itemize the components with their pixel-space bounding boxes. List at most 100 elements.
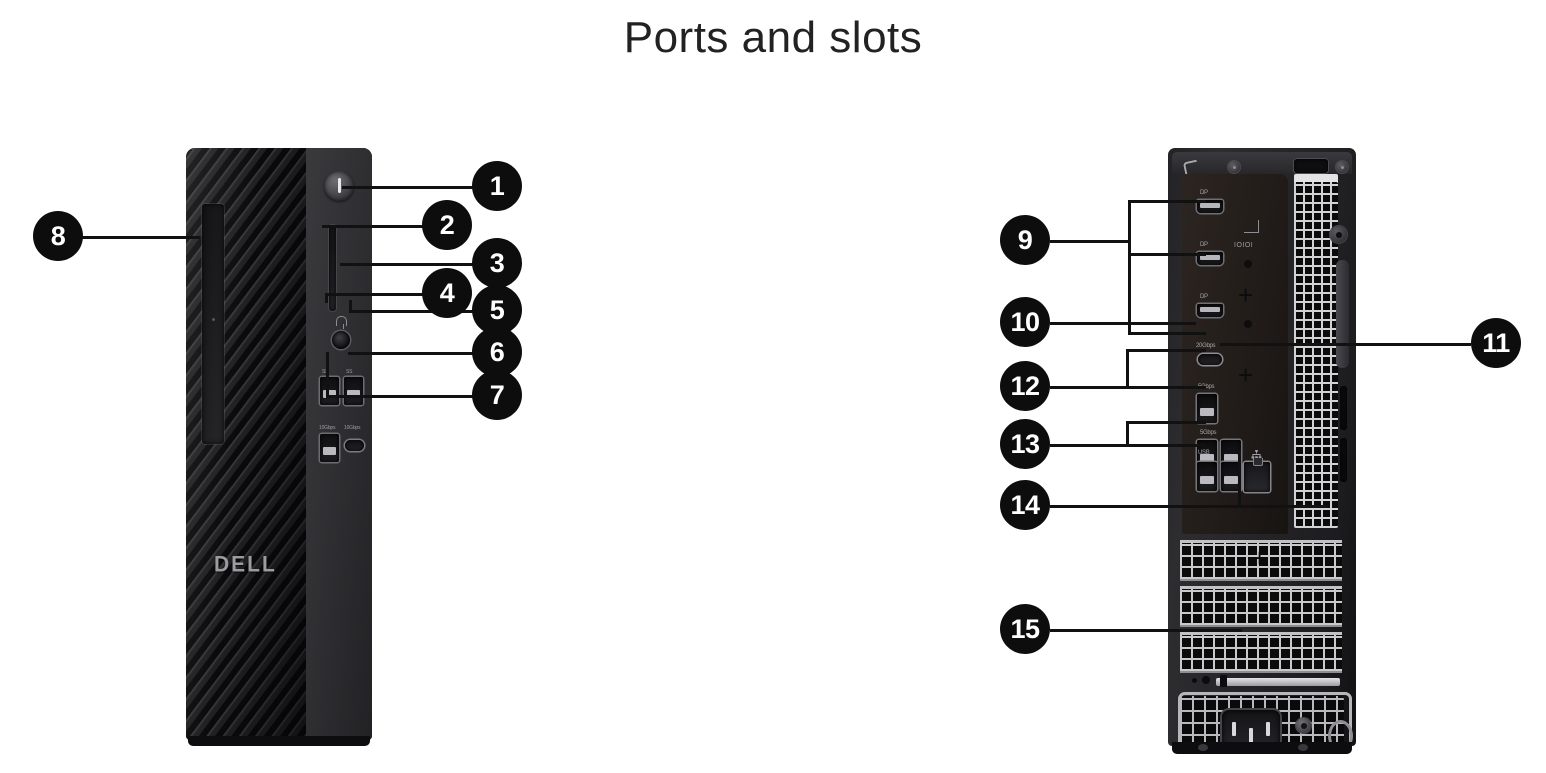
headphone-icon [336,316,347,329]
callout-13[interactable]: 13 [1000,419,1050,469]
callout-4[interactable]: 4 [422,268,472,318]
front-bezel-slot [202,204,224,444]
dp-label-1: DP [1200,190,1208,196]
grille-lip [1294,174,1338,183]
rear-vent-grille [1294,182,1338,528]
usb-c-port-front[interactable] [345,440,364,451]
bezel-dot [212,318,215,321]
front-chassis-body: DELL SS SS 10Gbps 10Gbps [186,148,372,740]
rear-side-handle[interactable] [1336,260,1349,368]
leader-line-7 [326,395,476,398]
leader-bracket-13-vert [1126,421,1129,446]
callout-5[interactable]: 5 [472,285,522,335]
callout-10[interactable]: 10 [1000,297,1050,347]
leader-line-7-stub [326,352,329,397]
page-title: Ports and slots [623,13,923,62]
dp-label-2: DP [1200,242,1208,248]
usb-a-port-rear-3[interactable] [1221,440,1241,469]
sd-card-slot[interactable] [329,225,336,311]
displayport-1[interactable] [1197,200,1223,213]
padlock-ring[interactable] [1328,720,1353,746]
usb-a-label-rear-bottom: USB [1198,450,1210,456]
callout-7[interactable]: 7 [472,370,522,420]
callout-9[interactable]: 9 [1000,215,1050,265]
leader-line-8 [80,236,200,239]
usb-a-label-rear-pair: 5Gbps [1200,430,1217,436]
leader-line-5 [349,310,476,313]
psu-screw-top-right[interactable] [1296,718,1311,733]
rear-side-screw[interactable] [1330,226,1347,243]
dp-label-3: DP [1200,294,1208,300]
iec-pin-left [1232,722,1236,736]
callout-6[interactable]: 6 [472,327,522,377]
expansion-slot-1[interactable] [1180,540,1342,581]
rail-square [1220,675,1227,687]
iec-pin-right [1266,722,1270,736]
usb-a-port-rear-2[interactable] [1197,440,1217,469]
usb-c-port-rear[interactable] [1198,354,1222,365]
leader-line-4 [325,293,426,296]
headphone-jack[interactable] [332,331,350,349]
rear-cover-handle[interactable] [1294,159,1328,173]
io-plate-mark: IOIOI [1234,242,1254,249]
leader-line-10 [1050,322,1196,325]
ethernet-rj45-port[interactable] [1244,458,1270,492]
callout-8[interactable]: 8 [33,211,83,261]
rear-side-slot-1 [1340,386,1347,430]
leader-bracket-9-top [1128,200,1206,203]
usb-a-port-rear-5[interactable] [1221,462,1241,491]
foot-screw-left [1198,744,1208,751]
front-io-column: SS SS 10Gbps 10Gbps [306,148,372,740]
leader-line-5-stub [349,300,352,312]
displayport-3[interactable] [1197,304,1223,317]
usb-a-port-front-1[interactable] [320,377,339,405]
usb-c-label-rear: 20Gbps [1196,343,1216,349]
callout-1[interactable]: 1 [472,161,522,211]
rear-io-plate: DP DP DP 20Gbps 5Gbps 5Gbps USB [1182,174,1288,534]
rail-dot-large [1202,676,1210,684]
rear-thumbscrew-top[interactable] [1228,161,1240,173]
usb-a-label-rear-single: 5Gbps [1198,384,1215,390]
leader-line-3 [340,263,476,266]
release-arrow-icon [1182,159,1200,176]
leader-bracket-9-bot [1128,332,1206,335]
usb-c-label-lower: 10Gbps [344,425,361,431]
front-foot [188,736,370,746]
leader-bracket-9-mid [1128,253,1206,256]
io-plate-dot-bottom [1244,320,1252,328]
leader-line-6 [348,352,476,355]
usb-a-port-front-3[interactable] [320,434,339,462]
pci-retention-rail [1216,678,1340,686]
leader-line-9 [1050,240,1130,243]
callout-14[interactable]: 14 [1000,480,1050,530]
leader-bracket-13-top [1126,421,1206,424]
usb-a-port-rear-1[interactable] [1197,394,1217,423]
callout-2[interactable]: 2 [422,200,472,250]
usb-a-label-upper-right: SS [346,369,353,375]
expansion-slot-2[interactable] [1180,586,1342,627]
expansion-cross-1: + [1252,543,1268,573]
leader-bracket-12-top [1126,349,1206,352]
io-plate-cross: + [1238,280,1254,310]
leader-line-4-stub [325,293,328,303]
callout-11[interactable]: 11 [1471,318,1521,368]
rear-thumbscrew-top-right[interactable] [1336,161,1348,173]
callout-12[interactable]: 12 [1000,361,1050,411]
foot-screw-right [1298,744,1308,751]
leader-line-11 [1220,343,1471,346]
usb-a-port-rear-4[interactable] [1197,462,1217,491]
power-connector-port[interactable] [1222,710,1280,746]
front-view-image: DELL SS SS 10Gbps 10Gbps [186,148,372,746]
callout-3[interactable]: 3 [472,238,522,288]
dell-logo: DELL [214,552,277,577]
expansion-slot-3[interactable] [1180,632,1342,673]
usb-a-port-front-2[interactable] [344,377,363,405]
rear-view-image: DP DP DP 20Gbps 5Gbps 5Gbps USB [1168,148,1356,754]
rail-dot-small [1192,678,1197,683]
rear-chassis-body: DP DP DP 20Gbps 5Gbps 5Gbps USB [1168,148,1356,746]
iec-pin-center [1249,728,1253,744]
rear-foot [1172,742,1352,754]
leader-line-12 [1050,386,1128,389]
leader-line-15 [1050,629,1242,632]
callout-15[interactable]: 15 [1000,604,1050,654]
